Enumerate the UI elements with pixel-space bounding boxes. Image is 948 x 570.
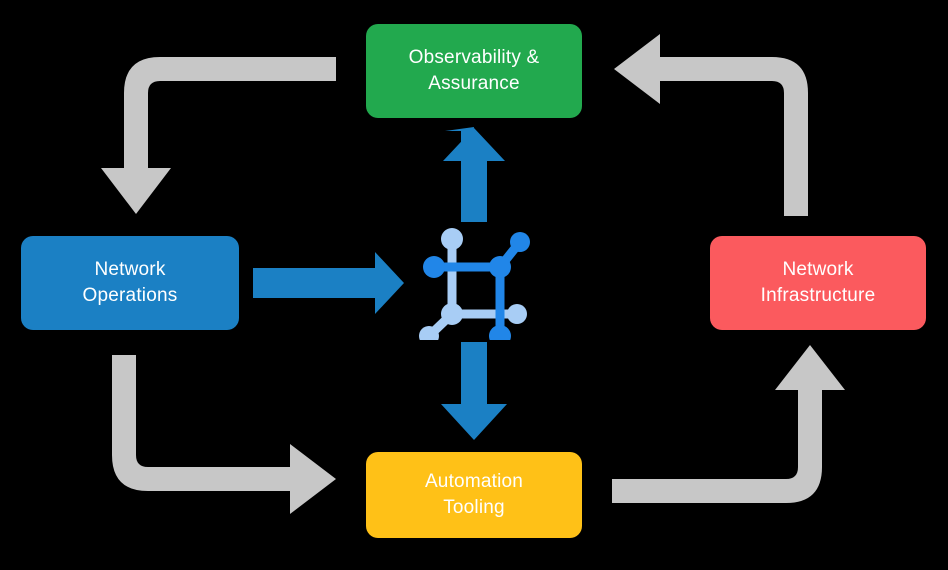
- network-topology-icon[interactable]: [416, 218, 536, 340]
- gray-arrow-operations-to-automation: [112, 355, 336, 514]
- gray-arrow-infrastructure-to-observability: [614, 34, 808, 216]
- blue-arrow-center-to-observability-shaft: [443, 128, 505, 222]
- blue-arrow-operations-to-center: [253, 252, 404, 314]
- node-observability-assurance[interactable]: Observability & Assurance: [366, 24, 582, 118]
- node-automation-tooling[interactable]: Automation Tooling: [366, 452, 582, 538]
- node-network-operations[interactable]: Network Operations: [21, 236, 239, 330]
- gray-arrow-automation-to-infrastructure: [612, 345, 845, 503]
- node-network-infrastructure[interactable]: Network Infrastructure: [710, 236, 926, 330]
- gray-arrow-observability-to-operations: [101, 57, 336, 214]
- blue-arrow-center-to-automation: [441, 342, 507, 440]
- blue-arrow-center-to-observability: [445, 127, 474, 218]
